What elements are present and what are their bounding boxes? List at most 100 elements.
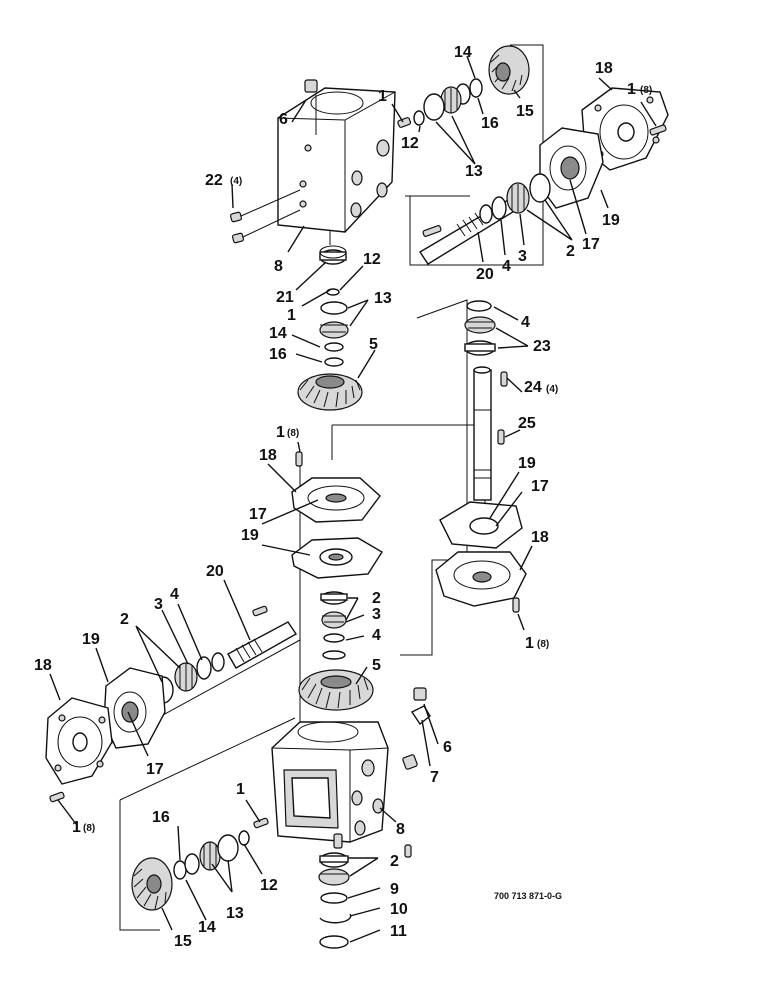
callout-17-vertical: 17 bbox=[531, 478, 549, 495]
callout-4-vertical-shaft: 4 bbox=[521, 314, 530, 331]
callout-4-top-right: 4 bbox=[502, 258, 511, 275]
right-input-gasket-19 bbox=[539, 127, 604, 209]
top-gear-bearing-stack bbox=[397, 78, 483, 128]
callout-14-top: 14 bbox=[454, 44, 472, 61]
callout-19-top-right: 19 bbox=[602, 212, 620, 229]
callout-13-top: 13 bbox=[465, 163, 483, 180]
callout-18-top-right: 18 bbox=[595, 60, 613, 77]
left-shaft-20 bbox=[227, 605, 297, 669]
callout-3-middle: 3 bbox=[372, 606, 381, 623]
callout-24-pins: 24 bbox=[524, 379, 542, 396]
callout-1-upper-stack: 1 bbox=[287, 307, 296, 324]
callout-6-upper-plug: 6 bbox=[279, 111, 288, 128]
callout-18-vertical: 18 bbox=[531, 529, 549, 546]
callout-12-top: 12 bbox=[401, 135, 419, 152]
middle-screw-1 bbox=[295, 451, 303, 467]
middle-bevel-gear-5 bbox=[298, 669, 374, 711]
vertical-shaft-bearings bbox=[464, 300, 496, 356]
lower-housing-fittings bbox=[333, 687, 431, 858]
upper-gearbox-housing bbox=[277, 87, 396, 233]
callout-1-top-right-qty: (8) bbox=[640, 85, 652, 96]
callout-21: 21 bbox=[276, 289, 294, 306]
left-gasket-19 bbox=[103, 667, 166, 749]
callout-5-middle-gear: 5 bbox=[372, 657, 381, 674]
callout-9: 9 bbox=[390, 881, 399, 898]
callout-2-middle: 2 bbox=[372, 590, 381, 607]
left-cover-screw bbox=[49, 791, 65, 803]
callout-18-middle: 18 bbox=[259, 447, 277, 464]
breather-plug-top bbox=[304, 79, 318, 93]
callout-6-lower-plug: 6 bbox=[443, 739, 452, 756]
callout-20-left: 20 bbox=[206, 563, 224, 580]
vertical-shaft-gasket-19 bbox=[439, 501, 523, 549]
upper-bevel-gear-5 bbox=[297, 373, 363, 411]
lower-left-bearing-stack bbox=[173, 817, 269, 880]
callout-12-lower-left: 12 bbox=[260, 877, 278, 894]
vertical-shaft-cover-18 bbox=[435, 551, 527, 607]
callout-1-left-qty: (8) bbox=[83, 823, 95, 834]
vertical-shaft-screw bbox=[512, 597, 520, 613]
callout-12-upper-stack: 12 bbox=[363, 251, 381, 268]
callout-17-top-right: 17 bbox=[582, 236, 600, 253]
callout-16-upper-stack: 16 bbox=[269, 346, 287, 363]
callout-13-lower-left: 13 bbox=[226, 905, 244, 922]
callout-3-left: 3 bbox=[154, 596, 163, 613]
callout-2-lower-bottom: 2 bbox=[390, 853, 399, 870]
callout-18-left: 18 bbox=[34, 657, 52, 674]
callout-1-middle: 1 bbox=[276, 424, 285, 441]
callout-8-lower-housing: 8 bbox=[396, 821, 405, 838]
callout-3-top-right: 3 bbox=[518, 248, 527, 265]
callout-15-lower-left: 15 bbox=[174, 933, 192, 950]
callout-25-shaft: 25 bbox=[518, 415, 536, 432]
callout-16-lower-left: 16 bbox=[152, 809, 170, 826]
callout-1-vertical-qty: (8) bbox=[537, 639, 549, 650]
callout-8-upper-housing: 8 bbox=[274, 258, 283, 275]
vertical-shaft-25 bbox=[473, 366, 508, 501]
callout-23: 23 bbox=[533, 338, 551, 355]
callout-20-top-right: 20 bbox=[476, 266, 494, 283]
callout-17-middle: 17 bbox=[249, 506, 267, 523]
callout-4-middle: 4 bbox=[372, 627, 381, 644]
callout-22-qty: (4) bbox=[230, 176, 242, 187]
callout-19-middle: 19 bbox=[241, 527, 259, 544]
callout-1-middle-qty: (8) bbox=[287, 428, 299, 439]
top-bevel-gear-15 bbox=[488, 45, 530, 95]
callout-1-lower-left: 1 bbox=[236, 781, 245, 798]
left-cover-18 bbox=[45, 697, 113, 785]
right-input-cover-18 bbox=[581, 87, 669, 171]
callout-1-vertical: 1 bbox=[525, 635, 534, 652]
callout-19-left: 19 bbox=[82, 631, 100, 648]
callout-1-left: 1 bbox=[72, 819, 81, 836]
leader-lines bbox=[49, 55, 657, 943]
callout-1-top-screw: 1 bbox=[378, 88, 387, 105]
callout-24-qty: (4) bbox=[546, 384, 558, 395]
callout-4-left: 4 bbox=[170, 586, 179, 603]
callout-11: 11 bbox=[390, 923, 407, 940]
callout-5-upper-gear: 5 bbox=[369, 336, 378, 353]
callout-17-left: 17 bbox=[146, 761, 164, 778]
middle-cover-18 bbox=[291, 477, 381, 523]
callout-1-top-right: 1 bbox=[627, 81, 636, 98]
lower-gearbox-housing bbox=[271, 721, 389, 843]
callout-labels: 6 22 (4) 8 1 12 13 14 16 15 18 1 (8) 19 … bbox=[34, 44, 652, 950]
callout-16-top: 16 bbox=[481, 115, 499, 132]
callout-14-upper-stack: 14 bbox=[269, 325, 287, 342]
lower-left-bevel-gear-15 bbox=[131, 857, 173, 911]
upper-bearing-stack bbox=[319, 245, 349, 367]
callout-14-lower-left: 14 bbox=[198, 919, 216, 936]
right-input-bearing-stack bbox=[479, 173, 551, 224]
callout-2-top-right: 2 bbox=[566, 243, 575, 260]
callout-7: 7 bbox=[430, 769, 439, 786]
callout-15-top: 15 bbox=[516, 103, 534, 120]
pins-22 bbox=[229, 189, 301, 244]
callout-2-left: 2 bbox=[120, 611, 129, 628]
callout-13-upper-stack: 13 bbox=[374, 290, 392, 307]
callout-19-vertical: 19 bbox=[518, 455, 536, 472]
drawing-reference-number: 700 713 871-0-G bbox=[494, 891, 562, 901]
callout-22-pins: 22 bbox=[205, 172, 223, 189]
lower-bearing-stack bbox=[318, 852, 352, 949]
middle-bearing-stack bbox=[320, 591, 348, 660]
middle-gasket-19 bbox=[291, 537, 383, 579]
callout-10: 10 bbox=[390, 901, 408, 918]
